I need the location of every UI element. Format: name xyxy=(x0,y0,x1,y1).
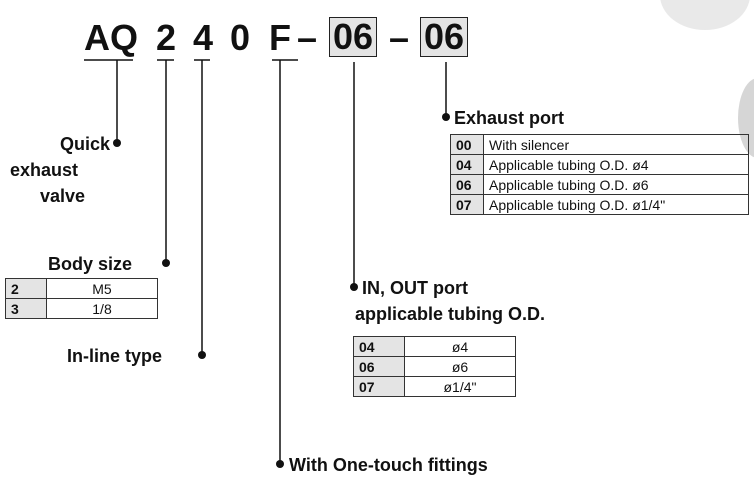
exhaust-code: 00 xyxy=(450,134,484,155)
body-size-code: 3 xyxy=(5,298,47,319)
exhaust-code: 04 xyxy=(450,154,484,175)
exhaust-code: 06 xyxy=(450,174,484,195)
exhaust-value: Applicable tubing O.D. ø6 xyxy=(483,174,749,195)
body-size-table: 2 M5 3 1/8 xyxy=(5,278,158,319)
label-valve: valve xyxy=(40,186,86,206)
in-out-code: 06 xyxy=(353,356,405,377)
code-zero: 0 xyxy=(230,17,251,58)
table-row: 04 ø4 xyxy=(353,336,516,357)
code-size-digit: 2 xyxy=(156,17,177,58)
table-row: 00 With silencer xyxy=(450,134,749,155)
code-fitting: F xyxy=(269,17,291,58)
table-row: 2 M5 xyxy=(5,278,158,299)
exhaust-value: With silencer xyxy=(483,134,749,155)
in-out-port-table: 04 ø4 06 ø6 07 ø1/4" xyxy=(353,336,516,397)
table-row: 06 ø6 xyxy=(353,356,516,377)
code-dash-1: – xyxy=(297,17,318,58)
body-size-value: 1/8 xyxy=(46,298,158,319)
label-quick: Quick xyxy=(60,134,111,154)
label-exhaust-port: Exhaust port xyxy=(454,108,565,128)
table-row: 07 Applicable tubing O.D. ø1/4" xyxy=(450,194,749,215)
body-size-value: M5 xyxy=(46,278,158,299)
in-out-value: ø4 xyxy=(404,336,516,357)
table-row: 06 Applicable tubing O.D. ø6 xyxy=(450,174,749,195)
exhaust-code: 07 xyxy=(450,194,484,215)
label-in-line-type: In-line type xyxy=(67,346,163,366)
table-row: 04 Applicable tubing O.D. ø4 xyxy=(450,154,749,175)
exhaust-port-table: 00 With silencer 04 Applicable tubing O.… xyxy=(450,134,749,215)
code-dash-2: – xyxy=(389,17,410,58)
code-in-out-port-box: 06 xyxy=(329,17,378,57)
table-row: 07 ø1/4" xyxy=(353,376,516,397)
in-out-value: ø6 xyxy=(404,356,516,377)
label-applicable-tubing: applicable tubing O.D. xyxy=(355,304,546,324)
in-out-code: 04 xyxy=(353,336,405,357)
table-row: 3 1/8 xyxy=(5,298,158,319)
code-type-digit: 4 xyxy=(193,17,214,58)
exhaust-value: Applicable tubing O.D. ø4 xyxy=(483,154,749,175)
label-one-touch-fittings: With One-touch fittings xyxy=(289,455,488,475)
code-exhaust-port-box: 06 xyxy=(420,17,469,57)
in-out-value: ø1/4" xyxy=(404,376,516,397)
body-size-code: 2 xyxy=(5,278,47,299)
label-in-out-port: IN, OUT port xyxy=(362,278,468,298)
exhaust-value: Applicable tubing O.D. ø1/4" xyxy=(483,194,749,215)
label-exhaust: exhaust xyxy=(10,160,79,180)
in-out-code: 07 xyxy=(353,376,405,397)
label-body-size: Body size xyxy=(48,254,133,274)
code-series: AQ xyxy=(84,17,138,58)
